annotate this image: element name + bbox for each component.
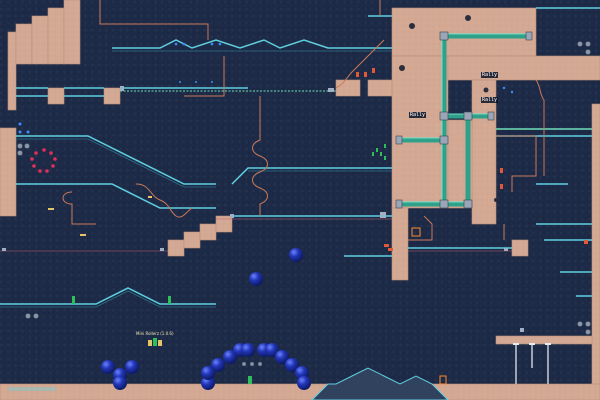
floor-rail-dots — [8, 387, 56, 391]
bomb-cluster-left[interactable] — [101, 360, 139, 390]
left-wall-block — [0, 127, 17, 217]
rails-shadow — [0, 50, 392, 308]
bomb-icon[interactable] — [249, 248, 303, 286]
bumper-icon[interactable] — [17, 41, 591, 367]
orange-frame[interactable] — [411, 227, 447, 385]
flag-icon[interactable] — [72, 144, 386, 384]
player-sprite-icon[interactable] — [148, 338, 162, 346]
poles — [515, 344, 549, 384]
wire-dots — [48, 196, 152, 236]
rally-tag-2: Rally — [409, 112, 427, 118]
rally-tag-1: Rally — [481, 72, 499, 78]
wires — [62, 0, 545, 241]
staircase-top-left — [7, 0, 81, 111]
bomb-arch[interactable] — [201, 343, 311, 390]
rail-markers — [2, 86, 524, 332]
rally-tag-3: Rally — [481, 97, 499, 103]
staircase-middle — [167, 215, 233, 257]
central-fortress — [335, 7, 600, 281]
gem-icon[interactable] — [18, 42, 514, 134]
player-name-label: Mini Rollerz (1.0.6) — [136, 331, 174, 336]
pipe-network — [397, 33, 531, 207]
mine-ring-icon[interactable] — [30, 148, 57, 173]
pole-caps — [513, 343, 551, 345]
floor-bumps — [311, 367, 449, 400]
small-blocks — [47, 87, 121, 105]
fortress-sprites — [399, 15, 498, 202]
spring-icon[interactable] — [356, 68, 588, 251]
pipe-joints — [395, 31, 533, 209]
